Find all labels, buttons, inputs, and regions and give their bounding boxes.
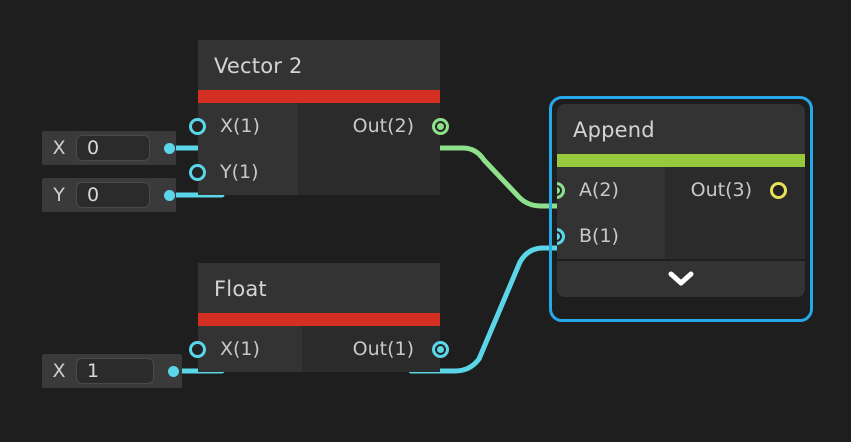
port-label-vector2-out: Out(2) bbox=[352, 115, 414, 137]
widget-float-x[interactable]: X bbox=[42, 354, 182, 388]
widget-input-vector2-y[interactable] bbox=[76, 182, 150, 208]
node-append[interactable]: Append A(2) B(1) Out(3) bbox=[557, 104, 805, 297]
widget-connector-dot-float-x[interactable] bbox=[168, 365, 179, 377]
widget-input-float-x[interactable] bbox=[76, 358, 154, 384]
socket-vector2-out[interactable] bbox=[432, 117, 449, 135]
widget-vector2-x[interactable]: X bbox=[42, 131, 176, 165]
port-row-append-spacer bbox=[665, 213, 805, 259]
port-label-float-x: X(1) bbox=[220, 338, 260, 360]
node-float[interactable]: Float X(1) Out(1) bbox=[189, 263, 449, 372]
node-body-vector2: X(1) Y(1) Out(2) bbox=[189, 103, 449, 195]
socket-append-b[interactable] bbox=[557, 227, 565, 245]
chevron-down-icon[interactable] bbox=[668, 271, 694, 287]
port-row-float-out[interactable]: Out(1) bbox=[302, 326, 449, 372]
port-label-vector2-x: X(1) bbox=[220, 115, 260, 137]
port-row-float-x[interactable]: X(1) bbox=[189, 326, 302, 372]
port-label-append-b: B(1) bbox=[579, 225, 619, 247]
port-label-append-out: Out(3) bbox=[690, 179, 752, 201]
port-row-append-out[interactable]: Out(3) bbox=[665, 167, 805, 213]
socket-float-out[interactable] bbox=[432, 340, 449, 358]
node-body-float: X(1) Out(1) bbox=[189, 326, 449, 372]
output-port-column-float: Out(1) bbox=[302, 326, 449, 372]
node-accent-bar-vector2 bbox=[198, 90, 440, 103]
widget-label-vector2-x: X bbox=[52, 137, 66, 159]
node-accent-bar-append bbox=[557, 154, 805, 167]
node-title-vector2: Vector 2 bbox=[214, 54, 303, 78]
port-label-vector2-y: Y(1) bbox=[220, 161, 259, 183]
port-row-vector2-y[interactable]: Y(1) bbox=[189, 149, 298, 195]
node-accent-bar-float bbox=[198, 313, 440, 326]
widget-connector-dot-vector2-x[interactable] bbox=[164, 142, 175, 154]
output-port-column-vector2: Out(2) bbox=[298, 103, 449, 195]
node-title-float: Float bbox=[214, 277, 267, 301]
widget-vector2-y[interactable]: Y bbox=[42, 178, 176, 212]
port-row-append-b[interactable]: B(1) bbox=[557, 213, 665, 259]
output-port-column-append: Out(3) bbox=[665, 167, 805, 259]
widget-label-vector2-y: Y bbox=[53, 184, 65, 206]
node-body-append: A(2) B(1) Out(3) bbox=[557, 167, 805, 259]
input-port-column-float: X(1) bbox=[189, 326, 302, 372]
node-footer-append[interactable] bbox=[557, 259, 805, 297]
port-row-append-a[interactable]: A(2) bbox=[557, 167, 665, 213]
input-port-column-vector2: X(1) Y(1) bbox=[189, 103, 298, 195]
socket-append-out[interactable] bbox=[770, 181, 787, 199]
socket-append-a[interactable] bbox=[557, 181, 565, 199]
port-label-append-a: A(2) bbox=[579, 179, 619, 201]
selection-outline-append bbox=[549, 96, 813, 322]
port-row-vector2-x[interactable]: X(1) bbox=[189, 103, 298, 149]
socket-float-x[interactable] bbox=[189, 340, 206, 358]
widget-input-vector2-x[interactable] bbox=[76, 135, 150, 161]
port-row-vector2-out[interactable]: Out(2) bbox=[298, 103, 449, 149]
node-title-append: Append bbox=[573, 118, 655, 142]
node-vector2[interactable]: Vector 2 X(1) Y(1) Out(2) bbox=[189, 40, 449, 195]
widget-connector-dot-vector2-y[interactable] bbox=[164, 189, 175, 201]
widget-label-float-x: X bbox=[52, 360, 66, 382]
socket-vector2-y[interactable] bbox=[189, 163, 206, 181]
port-row-vector2-spacer bbox=[298, 149, 440, 195]
port-label-float-out: Out(1) bbox=[352, 338, 414, 360]
socket-vector2-x[interactable] bbox=[189, 117, 206, 135]
input-port-column-append: A(2) B(1) bbox=[557, 167, 665, 259]
